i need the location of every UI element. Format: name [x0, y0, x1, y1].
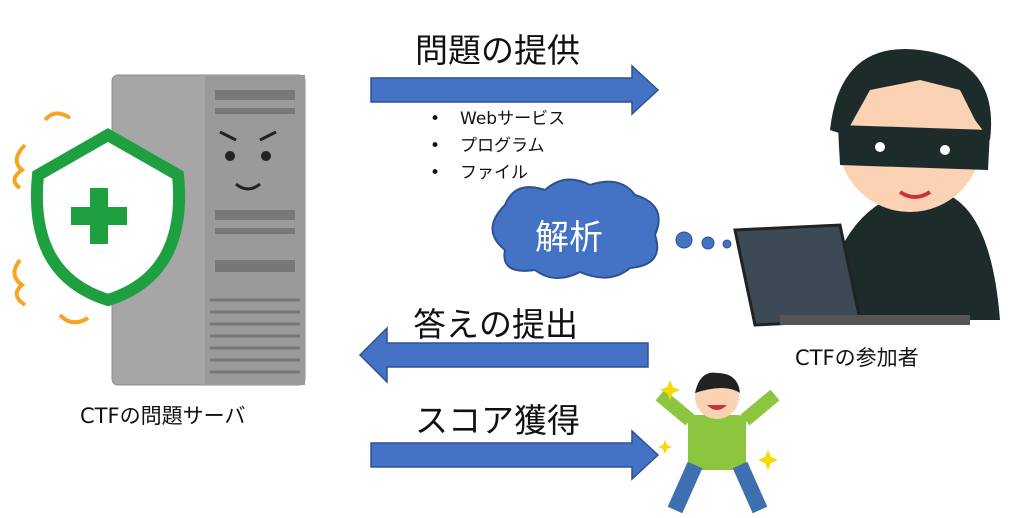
provided-item: プログラム	[430, 131, 545, 156]
arrow-label-submit: 答えの提出	[413, 305, 578, 344]
analysis-label: 解析	[535, 218, 603, 258]
sparkle-icon	[658, 380, 778, 470]
plus-icon	[71, 188, 127, 244]
hacker-illustration	[733, 49, 1000, 327]
winner-illustration	[655, 372, 780, 514]
analysis-cloud	[491, 178, 660, 279]
participant-label: CTFの参加者	[795, 346, 919, 370]
arrow-score	[370, 429, 660, 481]
provided-item: ファイル	[430, 158, 528, 183]
server-illustration	[12, 74, 306, 386]
provided-item: Webサービス	[430, 104, 565, 129]
server-label: CTFの問題サーバ	[80, 404, 246, 428]
arrow-submit	[358, 326, 649, 384]
server-face-icon	[219, 130, 277, 191]
arrow-label-score: スコア獲得	[415, 401, 580, 440]
mask-icon	[838, 125, 990, 170]
arrow-provide	[370, 64, 660, 116]
arrow-label-provide: 問題の提供	[415, 31, 580, 70]
